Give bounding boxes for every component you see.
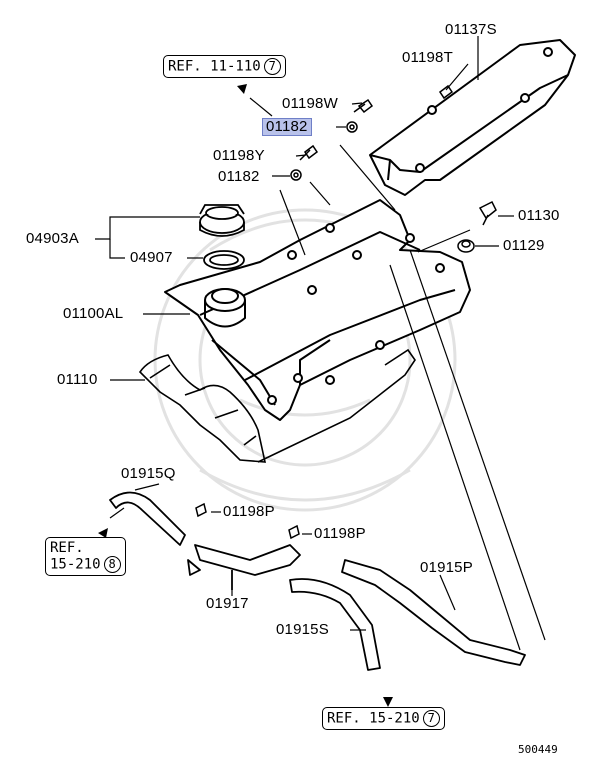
ref-circle-number: 7	[263, 58, 281, 75]
ref-circle-number: 7	[422, 710, 440, 727]
leader-lines	[95, 36, 546, 651]
part-label-01198P-upper[interactable]: 01198P	[223, 503, 275, 520]
ref-text: REF. 15-210	[327, 710, 420, 727]
valve-cover-gasket	[138, 348, 416, 463]
part-label-01917[interactable]: 01917	[206, 595, 249, 612]
part-label-01198T[interactable]: 01198T	[402, 49, 453, 66]
upper-cover	[369, 39, 576, 196]
arrows	[98, 84, 393, 707]
part-label-01110[interactable]: 01110	[57, 371, 98, 388]
part-label-01182[interactable]: 01182	[218, 168, 260, 185]
part-label-01915P[interactable]: 01915P	[420, 559, 473, 576]
diagram-id: 500449	[518, 743, 558, 756]
part-label-04907[interactable]: 04907	[130, 249, 173, 266]
ref-circle-number: 8	[103, 556, 121, 573]
oil-cap	[199, 204, 245, 237]
part-label-01137S[interactable]: 01137S	[445, 21, 497, 38]
part-label-01198P-lower[interactable]: 01198P	[314, 525, 366, 542]
part-label-01182-highlighted[interactable]: 01182	[262, 118, 312, 136]
part-label-01130[interactable]: 01130	[518, 207, 560, 224]
ref-text-line2: 15-210	[50, 556, 101, 573]
breather-hoses	[109, 491, 526, 671]
part-label-01129[interactable]: 01129	[503, 237, 545, 254]
part-label-04903A[interactable]: 04903A	[26, 230, 79, 247]
part-label-01915S[interactable]: 01915S	[276, 621, 329, 638]
ref-text-line1: REF.	[50, 540, 84, 556]
small-parts	[195, 84, 497, 540]
part-label-01915Q[interactable]: 01915Q	[121, 465, 176, 482]
part-label-01198Y[interactable]: 01198Y	[213, 147, 265, 164]
part-label-01100AL[interactable]: 01100AL	[63, 305, 124, 322]
valve-cover	[164, 199, 471, 421]
part-label-01198W[interactable]: 01198W	[282, 95, 338, 112]
oil-cap-seal	[203, 250, 245, 270]
ref-text: REF. 11-110	[168, 58, 261, 75]
